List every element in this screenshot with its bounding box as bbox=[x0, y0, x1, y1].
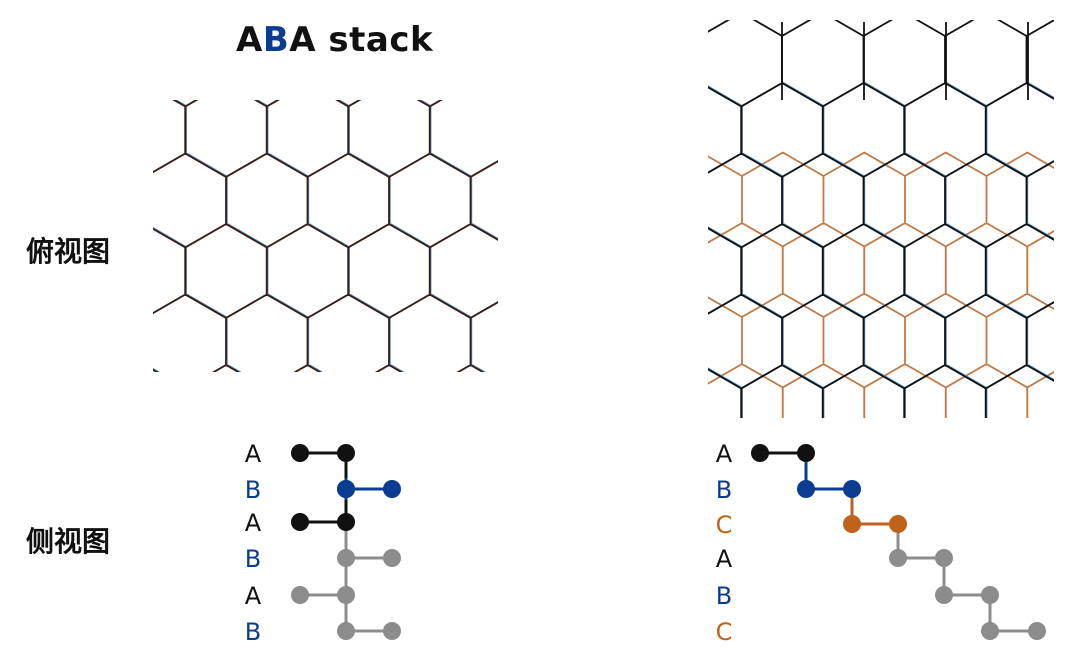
layer-b-lattice bbox=[153, 100, 498, 372]
atom-node bbox=[383, 549, 401, 567]
atom-node bbox=[291, 586, 309, 604]
atom-node bbox=[337, 480, 355, 498]
layer-label-c: C bbox=[716, 618, 733, 646]
page-title: ABA stack bbox=[236, 20, 434, 60]
atom-node bbox=[797, 480, 815, 498]
layer-c-lattice bbox=[708, 151, 1054, 418]
atom-node bbox=[981, 622, 999, 640]
layer-b-lattice-lines bbox=[153, 100, 498, 372]
layer-label-b: B bbox=[245, 476, 261, 504]
layer-label-c: C bbox=[716, 511, 733, 539]
layer-label-a: A bbox=[245, 509, 262, 537]
atom-node bbox=[889, 549, 907, 567]
atom-node bbox=[383, 480, 401, 498]
layer-label-b: B bbox=[716, 476, 732, 504]
atom-node bbox=[843, 515, 861, 533]
atom-node bbox=[291, 513, 309, 531]
atom-node bbox=[337, 549, 355, 567]
atom-node bbox=[1028, 622, 1046, 640]
atom-node bbox=[935, 549, 953, 567]
atom-node bbox=[337, 622, 355, 640]
layer-a-lattice-lines bbox=[708, 20, 1054, 418]
atom-node bbox=[797, 444, 815, 462]
layer-label-a: A bbox=[716, 545, 733, 573]
atom-node bbox=[337, 513, 355, 531]
layer-label-a: A bbox=[245, 440, 262, 468]
atom-node bbox=[889, 515, 907, 533]
side-view-label: 侧视图 bbox=[26, 525, 111, 558]
atom-node bbox=[843, 480, 861, 498]
atom-node bbox=[291, 444, 309, 462]
aba-top-view-lattice bbox=[153, 100, 498, 372]
atom-node bbox=[337, 444, 355, 462]
top-view-label: 俯视图 bbox=[26, 235, 111, 268]
layer-label-b: B bbox=[716, 582, 732, 610]
abc-top-view-lattice bbox=[708, 20, 1054, 418]
layer-a-lattice-lines bbox=[153, 100, 498, 372]
atom-node bbox=[383, 622, 401, 640]
layer-a-lattice bbox=[708, 20, 1054, 418]
atom-node bbox=[981, 586, 999, 604]
atom-node bbox=[935, 586, 953, 604]
layer-label-a: A bbox=[716, 440, 733, 468]
atom-node bbox=[751, 444, 769, 462]
atom-node bbox=[337, 586, 355, 604]
layer-label-b: B bbox=[245, 545, 261, 573]
layer-label-a: A bbox=[245, 582, 262, 610]
layer-c-lattice-lines bbox=[708, 151, 1054, 418]
layer-a-lattice bbox=[153, 100, 498, 372]
layer-label-b: B bbox=[245, 618, 261, 646]
